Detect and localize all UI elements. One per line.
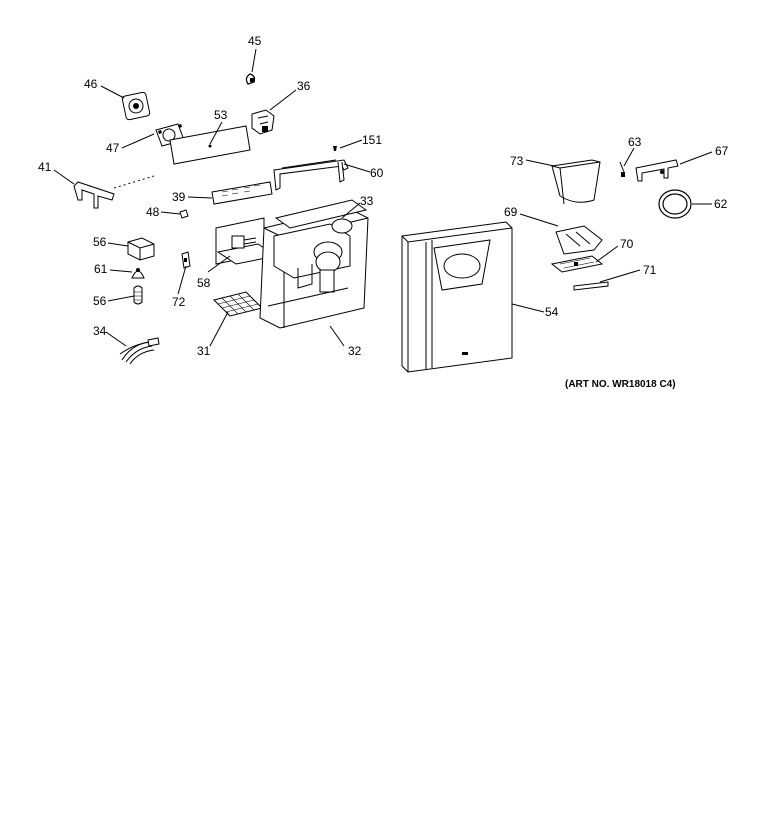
art-number: (ART NO. WR18018 C4) <box>565 379 676 390</box>
callout-47: 47 <box>106 141 120 155</box>
part-73-chute <box>551 159 601 205</box>
part-48-nut <box>179 209 189 219</box>
callout-61: 61 <box>94 262 108 276</box>
callout-48: 48 <box>146 205 160 219</box>
callout-63: 63 <box>628 135 642 149</box>
part-31-grille <box>213 291 263 317</box>
part-47-frame <box>155 123 185 147</box>
callout-73: 73 <box>510 154 524 168</box>
part-151-screw <box>333 146 337 151</box>
part-56-solenoid <box>127 237 155 261</box>
callout-34: 34 <box>93 324 107 338</box>
part-41-arm <box>73 175 155 209</box>
callout-56-top: 56 <box>93 235 107 249</box>
callout-58: 58 <box>197 276 211 290</box>
callout-53: 53 <box>214 108 228 122</box>
callout-41: 41 <box>38 160 52 174</box>
callout-72: 72 <box>172 295 186 309</box>
callout-labels: 45 46 36 53 47 151 41 60 39 33 48 56 61 … <box>38 34 729 358</box>
callout-70: 70 <box>620 237 634 251</box>
part-63-pin <box>619 161 625 177</box>
part-72-clip <box>181 251 191 269</box>
part-46-knob <box>121 91 151 121</box>
callout-69: 69 <box>504 205 518 219</box>
part-36-bracket <box>251 109 275 135</box>
callout-46: 46 <box>84 77 98 91</box>
part-53-plate <box>169 125 251 165</box>
callout-62: 62 <box>714 197 728 211</box>
callout-54: 54 <box>545 305 559 319</box>
callout-33: 33 <box>360 194 374 208</box>
part-61-cap <box>131 268 145 279</box>
callout-39: 39 <box>172 190 186 204</box>
part-32-housing <box>259 207 369 329</box>
callout-67: 67 <box>715 144 729 158</box>
callout-56-bottom: 56 <box>93 294 107 308</box>
callout-32: 32 <box>348 344 362 358</box>
part-56-spring <box>133 285 143 305</box>
callout-60: 60 <box>370 166 384 180</box>
part-70-actuator <box>550 255 604 273</box>
part-67-lever <box>635 159 679 182</box>
part-39-board <box>211 181 273 205</box>
part-45-clip <box>245 73 256 85</box>
callout-45: 45 <box>248 34 262 48</box>
part-60-handle <box>273 159 349 191</box>
part-62-ring <box>658 189 692 219</box>
part-54-front-panel <box>401 221 513 373</box>
leader-lines <box>53 48 713 347</box>
part-69-flapper <box>555 225 603 255</box>
part-33-top-cover <box>274 199 368 234</box>
callout-36: 36 <box>297 79 311 93</box>
part-34-harness <box>119 337 160 365</box>
callout-31: 31 <box>197 344 211 358</box>
callout-151: 151 <box>362 133 382 147</box>
callout-71: 71 <box>643 263 657 277</box>
part-71-rod <box>573 281 609 291</box>
